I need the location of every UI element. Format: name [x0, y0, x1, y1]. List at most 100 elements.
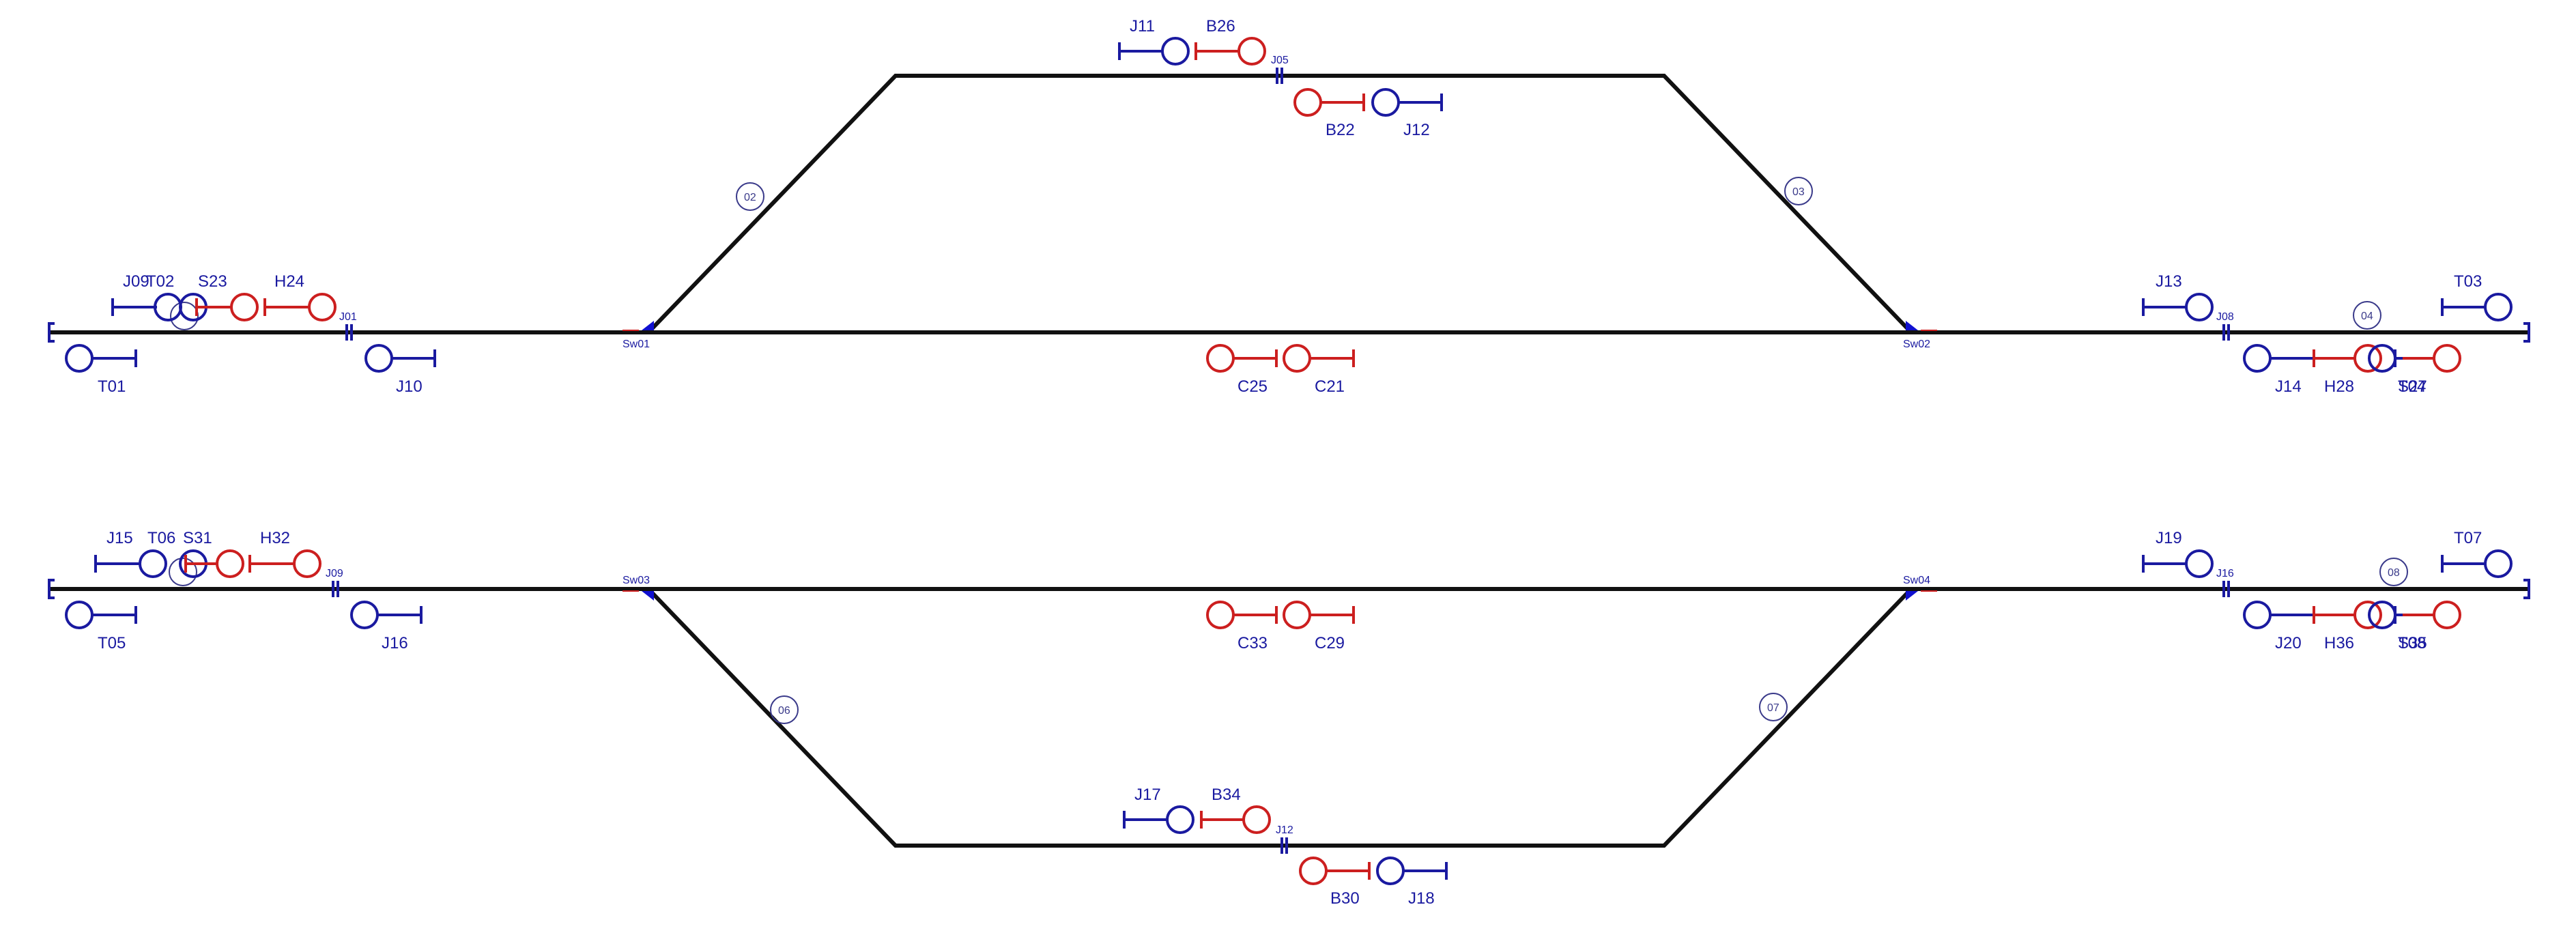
signal-j12-label: J12 [1403, 121, 1430, 139]
route-07-circle [1759, 693, 1788, 721]
signal-s31-head [216, 549, 244, 578]
signal-s35-head [2433, 601, 2461, 629]
signal-b22-head [1293, 88, 1322, 117]
signal-j16[interactable]: J16 [350, 601, 423, 652]
route-07-label: 07 [1767, 702, 1779, 714]
signal-h32[interactable]: H32 [248, 529, 321, 578]
signal-j16-head [350, 601, 379, 629]
route-06[interactable]: 06 [770, 695, 799, 724]
signal-b30-head [1299, 857, 1328, 885]
signal-s27-label: S27 [2398, 377, 2427, 396]
signal-t07-head [2484, 549, 2513, 578]
route-02-label: 02 [744, 192, 756, 203]
switch-sw01-marker [642, 321, 654, 330]
route-06-label: 06 [778, 705, 790, 717]
signal-j18-label: J18 [1408, 889, 1435, 908]
signal-c29[interactable]: C29 [1283, 601, 1355, 652]
signal-c25[interactable]: C25 [1206, 344, 1278, 396]
signal-j20-head [2243, 601, 2272, 629]
signal-s27[interactable]: S27 [2398, 344, 2461, 396]
signal-t07[interactable]: T07 [2441, 529, 2513, 578]
signal-h36-label: H36 [2324, 634, 2354, 652]
signal-j15[interactable]: J15 [94, 529, 167, 578]
signal-c29-label: C29 [1315, 634, 1345, 652]
joint-j05-label: J05 [1271, 55, 1289, 66]
signal-j14-head [2243, 344, 2272, 373]
switch-sw01[interactable]: Sw01 [622, 321, 654, 350]
route-04[interactable]: 04 [2353, 301, 2381, 330]
signal-t05[interactable]: T05 [65, 601, 137, 652]
signal-j14-label: J14 [2275, 377, 2302, 396]
signal-s35-label: S35 [2398, 634, 2427, 652]
route-08-circle [2379, 558, 2408, 586]
joint-j01-label: J01 [339, 311, 357, 323]
switch-sw03[interactable]: Sw03 [622, 575, 654, 601]
signal-j11[interactable]: J11 [1118, 17, 1190, 66]
route-04-label: 04 [2361, 311, 2373, 322]
signal-t08[interactable]: T08 [2368, 601, 2426, 652]
signal-b26[interactable]: B26 [1194, 17, 1266, 66]
signal-j13[interactable]: J13 [2142, 272, 2214, 321]
joint-j08: J08 [2216, 311, 2234, 341]
signal-j13-label: J13 [2156, 272, 2182, 291]
signal-t05-head [65, 601, 94, 629]
signal-b30[interactable]: B30 [1299, 857, 1371, 908]
signal-j15-head [139, 549, 167, 578]
signal-t01[interactable]: T01 [65, 344, 137, 396]
signal-c25-label: C25 [1237, 377, 1268, 396]
signal-c25-head [1206, 344, 1235, 373]
signal-j19[interactable]: J19 [2142, 529, 2214, 578]
route-07[interactable]: 07 [1759, 693, 1788, 721]
joint-j16-label: J16 [2216, 568, 2234, 579]
signal-h24[interactable]: H24 [263, 272, 337, 321]
signal-c33[interactable]: C33 [1206, 601, 1278, 652]
signal-b34[interactable]: B34 [1200, 786, 1271, 834]
signal-b34-label: B34 [1212, 786, 1241, 804]
signal-t01-label: T01 [98, 377, 126, 396]
signal-s23-head [230, 293, 259, 321]
signal-j20[interactable]: J20 [2243, 601, 2314, 652]
upper-right-track-end [2523, 322, 2530, 343]
signal-j10[interactable]: J10 [364, 344, 436, 396]
signal-j18[interactable]: J18 [1376, 857, 1448, 908]
upper-left-track-end [48, 322, 55, 343]
signal-t03-label: T03 [2454, 272, 2482, 291]
signal-s23[interactable]: S23 [195, 272, 259, 321]
signal-h24-label: H24 [274, 272, 304, 291]
switch-sw04-label: Sw04 [1903, 575, 1930, 586]
signal-j18-head [1376, 857, 1405, 885]
signal-h28[interactable]: H28 [2313, 344, 2382, 396]
route-circle-overlap-left-lower [169, 558, 197, 586]
signal-j14[interactable]: J14 [2243, 344, 2314, 396]
route-02-circle [736, 182, 764, 211]
signal-j16-label: J16 [382, 634, 408, 652]
signal-b30-label: B30 [1330, 889, 1360, 908]
switch-sw04[interactable]: Sw04 [1903, 575, 1937, 601]
signal-h32-head [293, 549, 321, 578]
route-08[interactable]: 08 [2379, 558, 2408, 586]
route-02[interactable]: 02 [736, 182, 764, 211]
signal-j12[interactable]: J12 [1371, 88, 1443, 139]
signal-s31[interactable]: S31 [183, 529, 244, 578]
switch-sw02-label: Sw02 [1903, 339, 1930, 350]
signal-h36[interactable]: H36 [2313, 601, 2382, 652]
signal-s35[interactable]: S35 [2398, 601, 2461, 652]
signal-t03[interactable]: T03 [2441, 272, 2513, 321]
signal-b22[interactable]: B22 [1293, 88, 1365, 139]
joint-j01: J01 [339, 311, 357, 341]
signal-t08-label: T08 [2398, 634, 2426, 652]
signal-h32-label: H32 [260, 529, 290, 547]
signal-c21[interactable]: C21 [1283, 344, 1355, 396]
route-03[interactable]: 03 [1784, 177, 1813, 205]
signal-j13-head [2185, 293, 2214, 321]
signal-j17-head [1166, 805, 1194, 834]
switch-sw02[interactable]: Sw02 [1903, 321, 1937, 350]
upper-layout: Sw01 Sw02 J01 J05 J08 02 [48, 17, 2530, 396]
route-04-circle [2353, 301, 2381, 330]
signal-j17[interactable]: J17 [1123, 786, 1194, 834]
signal-t01-head [65, 344, 94, 373]
joint-j12: J12 [1276, 824, 1293, 854]
signal-c33-head [1206, 601, 1235, 629]
signal-h28-label: H28 [2324, 377, 2354, 396]
